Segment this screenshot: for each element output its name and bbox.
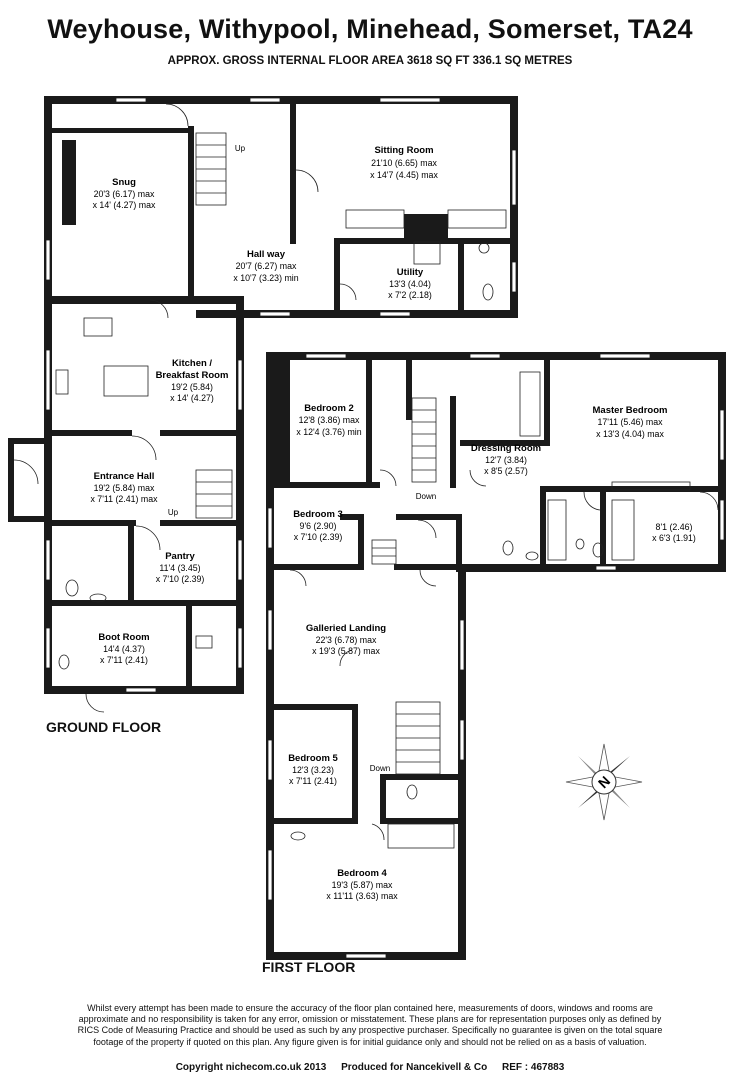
room-dim: 19'2 (5.84) (171, 382, 213, 392)
room-dim: x 14' (4.27) (170, 393, 214, 403)
room-name: Master Bedroom (593, 405, 668, 416)
room-dim: x 12'4 (3.76) min (296, 427, 361, 437)
first-floor-room-labels: Bedroom 2 12'8 (3.86) max x 12'4 (3.76) … (288, 403, 696, 901)
stair-label-down: Down (370, 764, 390, 773)
room-name: Galleried Landing (306, 623, 386, 634)
ground-floor-room-labels: Snug 20'3 (6.17) max x 14' (4.27) max Si… (90, 144, 438, 665)
stair-label-up: Up (168, 508, 179, 517)
stair-label-up: Up (235, 144, 246, 153)
reference-text: REF : 467883 (502, 1062, 565, 1073)
room-name: Dressing Room (471, 443, 541, 454)
room-dim: x 7'2 (2.18) (388, 290, 432, 300)
room-name: Pantry (165, 551, 195, 562)
room-name: Bedroom 2 (304, 403, 354, 414)
room-dim: x 19'3 (5.87) max (312, 646, 380, 656)
room-name: Kitchen / (172, 358, 212, 369)
room-dim: 17'11 (5.46) max (597, 417, 663, 427)
room-name: Snug (112, 177, 136, 188)
room-name: Hall way (247, 249, 286, 260)
first-floor-windows (267, 353, 725, 959)
room-dim: 12'3 (3.23) (292, 765, 334, 775)
room-name: Utility (397, 267, 424, 278)
room-dim: 13'3 (4.04) (389, 279, 431, 289)
room-dim: x 7'11 (2.41) (289, 776, 337, 786)
room-dim: 11'4 (3.45) (159, 563, 200, 573)
room-dim: 9'6 (2.90) (300, 521, 337, 531)
room-dim: 21'10 (6.65) max (371, 158, 437, 168)
ground-floor-label: GROUND FLOOR (46, 719, 162, 735)
ground-floor-windows (45, 97, 517, 693)
room-dim: x 13'3 (4.04) max (596, 429, 664, 439)
disclaimer-text: Whilst every attempt has been made to en… (77, 1003, 663, 1047)
room-dim: x 7'10 (2.39) (294, 532, 343, 542)
room-name: Sitting Room (374, 145, 433, 156)
room-dim: x 7'10 (2.39) (156, 574, 205, 584)
room-dim: 20'3 (6.17) max (94, 189, 155, 199)
room-dim: x 14'7 (4.45) max (370, 170, 438, 180)
floor-area-subtitle: APPROX. GROSS INTERNAL FLOOR AREA 3618 S… (167, 55, 573, 67)
room-dim: x 6'3 (1.91) (652, 533, 696, 543)
room-dim: 22'3 (6.78) max (316, 635, 377, 645)
room-name: Boot Room (98, 632, 149, 643)
room-name: Bedroom 3 (293, 509, 343, 520)
ground-floor-fixtures (13, 103, 507, 713)
room-name: Entrance Hall (94, 471, 155, 482)
room-name: Breakfast Room (156, 370, 229, 381)
room-dim: 8'1 (2.46) (656, 522, 693, 532)
page-title: Weyhouse, Withypool, Minehead, Somerset,… (47, 14, 693, 44)
first-floor-label: FIRST FLOOR (262, 959, 356, 975)
room-dim: x 7'11 (2.41) max (90, 494, 158, 504)
ground-floor-walls (8, 96, 518, 694)
room-dim: 20'7 (6.27) max (236, 261, 297, 271)
room-dim: 19'2 (5.84) max (94, 483, 155, 493)
room-dim: x 7'11 (2.41) (100, 655, 148, 665)
first-floor-fixtures (289, 371, 719, 849)
copyright-text: Copyright nichecom.co.uk 2013 (175, 1062, 327, 1073)
room-dim: x 14' (4.27) max (93, 200, 156, 210)
room-name: Bedroom 5 (288, 753, 338, 764)
room-dim: 14'4 (4.37) (103, 644, 145, 654)
compass-rose-icon: N (565, 743, 643, 821)
room-dim: 19'3 (5.87) max (332, 880, 393, 890)
room-name: Bedroom 4 (337, 868, 387, 879)
room-dim: x 8'5 (2.57) (484, 466, 528, 476)
room-dim: 12'8 (3.86) max (299, 415, 360, 425)
produced-for-text: Produced for Nancekivell & Co (341, 1062, 488, 1073)
stair-label-down: Down (416, 492, 436, 501)
footer: Copyright nichecom.co.uk 2013 Produced f… (0, 1062, 740, 1073)
room-dim: x 10'7 (3.23) min (233, 273, 298, 283)
room-dim: x 11'11 (3.63) max (326, 891, 398, 901)
room-dim: 12'7 (3.84) (485, 455, 527, 465)
